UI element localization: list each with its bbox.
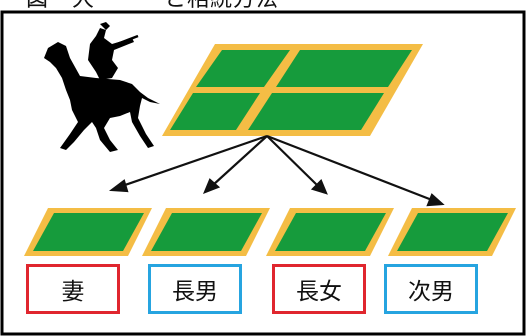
plot-wife bbox=[24, 208, 152, 256]
heir-label-eldest-son: 長男 bbox=[148, 264, 242, 314]
estate-plot bbox=[162, 44, 423, 136]
divided-plots bbox=[24, 208, 516, 256]
heir-label-eldest-daughter: 長女 bbox=[272, 264, 366, 314]
inheritance-arrows bbox=[108, 134, 445, 207]
plot-eldest-son bbox=[142, 208, 270, 256]
plot-second-son bbox=[388, 208, 516, 256]
heir-label-wife: 妻 bbox=[26, 264, 120, 314]
diagram-frame bbox=[0, 10, 526, 336]
heir-label-second-son: 次男 bbox=[384, 264, 478, 314]
plot-eldest-daughter bbox=[266, 208, 394, 256]
horse-rider-icon bbox=[44, 22, 160, 152]
diagram-heading: 図 大 と相続方法 bbox=[26, 0, 279, 12]
